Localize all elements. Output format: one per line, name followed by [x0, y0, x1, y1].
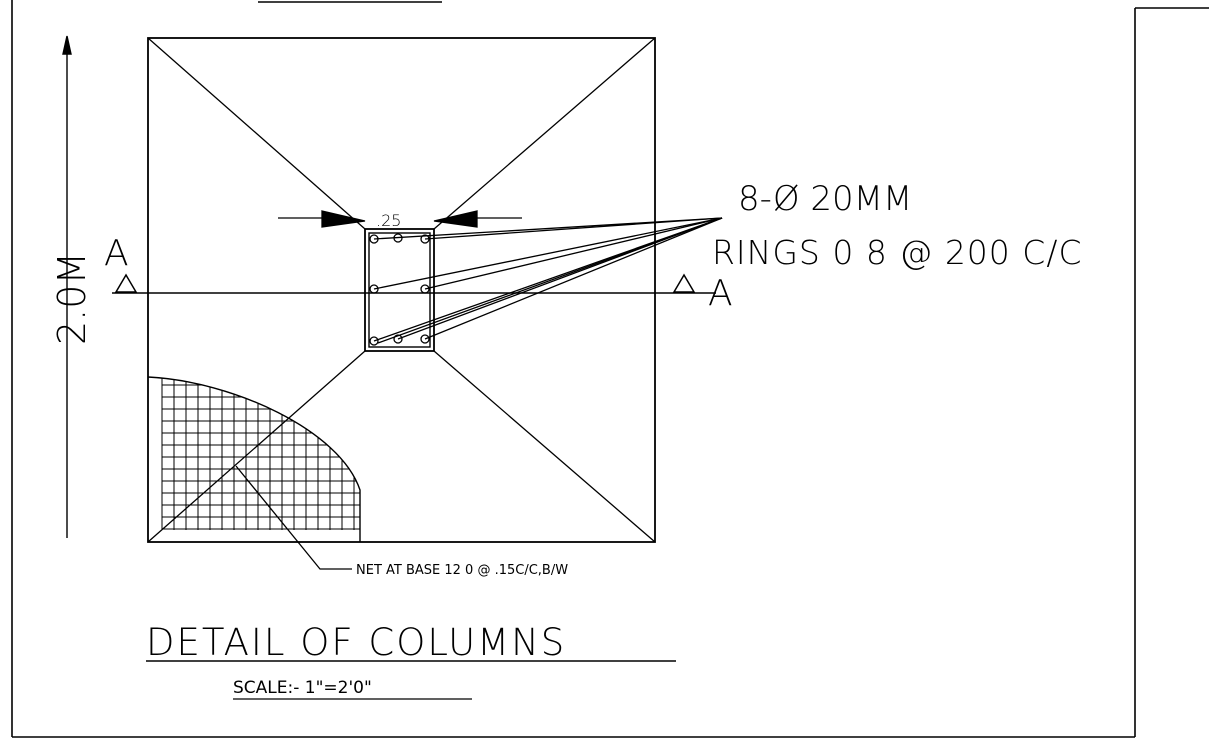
- section-mark-left: A: [104, 233, 129, 274]
- bars-label: 8-Ø 20MM: [738, 179, 912, 219]
- section-mark-right: A: [708, 273, 733, 314]
- column-width-dimension: [278, 210, 522, 228]
- drawing-scale: SCALE:- 1"=2'0": [233, 678, 372, 698]
- net-label: NET AT BASE 12 0 @ .15C/C,B/W: [356, 563, 568, 578]
- section-cut-line: [112, 273, 716, 294]
- drawing-title: DETAIL OF COLUMNS: [146, 621, 566, 664]
- rebar-leaders: [373, 217, 723, 344]
- footing-slope-lines: [147, 37, 656, 543]
- column-section: [364, 228, 435, 352]
- net-leader: [235, 465, 352, 570]
- dim-column-width: .25: [376, 211, 401, 230]
- footing-outline: [147, 37, 656, 543]
- dim-height: 2.0M: [50, 252, 94, 345]
- base-net-mesh: [147, 376, 361, 542]
- border-frame: [11, 0, 1209, 738]
- height-dimension: [62, 35, 72, 538]
- rings-label: RINGS 0 8 @ 200 C/C: [712, 233, 1083, 272]
